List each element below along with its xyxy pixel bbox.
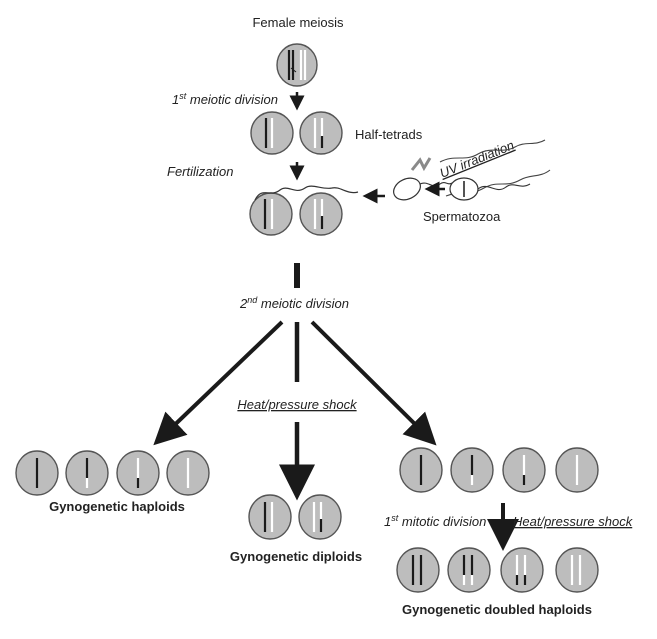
- haploid-cell-4: [166, 450, 210, 496]
- fertilized-cell-2: [299, 192, 343, 236]
- heat-shock-right-label: Heat/pressure shock: [513, 514, 634, 529]
- right-haploid-cell-3: [502, 447, 546, 493]
- right-haploid-cell-4: [555, 447, 599, 493]
- first-meiotic-division-label: 1st meiotic division: [172, 91, 278, 107]
- oocyte-cell: [276, 43, 318, 87]
- spermatozoa-label: Spermatozoa: [423, 209, 501, 224]
- doubled-haploid-cell-2: [447, 547, 491, 593]
- right-haploid-cell-2: [450, 447, 494, 493]
- doubled-haploid-cell-4: [555, 547, 599, 593]
- doubled-haploid-cell-3: [500, 547, 544, 593]
- diploid-cell-2: [298, 494, 342, 540]
- diagram-title: Female meiosis: [252, 15, 344, 30]
- heat-shock-center-label: Heat/pressure shock: [237, 397, 358, 412]
- doubled-haploid-cell-1: [396, 547, 440, 593]
- gynogenetic-doubled-haploids-label: Gynogenetic doubled haploids: [402, 602, 592, 617]
- haploid-cell-2: [65, 450, 109, 496]
- gynogenetic-diploids-label: Gynogenetic diploids: [230, 549, 362, 564]
- fertilization-label: Fertilization: [167, 164, 233, 179]
- half-tetrads-label: Half-tetrads: [355, 127, 423, 142]
- right-haploid-cell-1: [399, 447, 443, 493]
- half-tetrad-cell-2: [299, 111, 343, 155]
- first-mitotic-division-label: 1st mitotic division: [384, 513, 486, 529]
- haploid-cell-1: [15, 450, 59, 496]
- arrow-to-haploids: [153, 320, 284, 446]
- haploid-cell-3: [116, 450, 160, 496]
- gynogenetic-haploids-label: Gyno­genetic haploids: [49, 499, 185, 514]
- diploid-cell-1: [248, 494, 292, 540]
- irradiated-sperm: [393, 157, 453, 201]
- half-tetrad-cell-1: [250, 111, 294, 155]
- fertilized-cell-1: [249, 192, 293, 236]
- sperm-tails: [254, 185, 359, 201]
- spermatozoon: [449, 177, 531, 201]
- arrow-to-right-branch: [310, 320, 437, 446]
- second-meiotic-division-label: 2nd meiotic division: [239, 295, 349, 311]
